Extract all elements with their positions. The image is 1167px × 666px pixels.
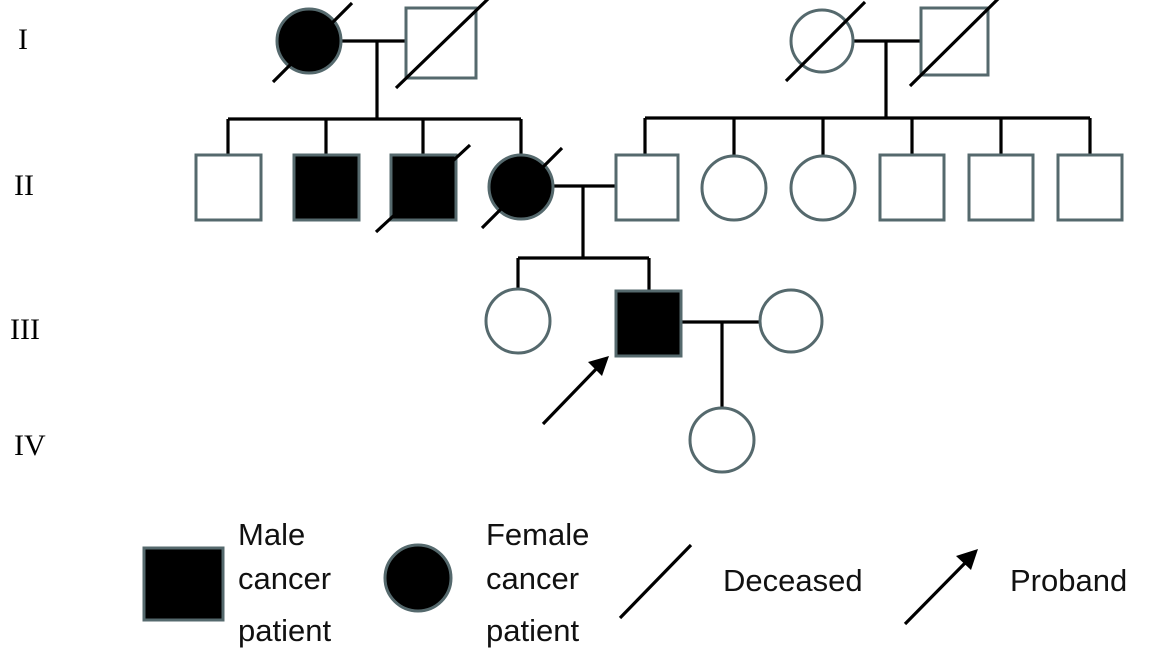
- legend-female-line1: Female: [486, 517, 589, 552]
- sibship-bar-left-family: [226, 117, 523, 155]
- symbol-square-open[interactable]: [614, 153, 680, 222]
- legend-item-male-cancer: Male cancer patient: [142, 517, 331, 648]
- proband-arrow-III-2: [541, 356, 609, 426]
- deceased-slash: [374, 143, 472, 234]
- generation-label-IV: IV: [14, 429, 46, 462]
- symbol-square-filled[interactable]: [292, 153, 361, 222]
- legend-filled-circle-icon: [383, 543, 453, 613]
- symbol-circle-open[interactable]: [789, 8, 855, 74]
- legend-female-line2: cancer: [486, 561, 579, 596]
- individual-II-10[interactable]: [1056, 153, 1124, 222]
- legend-male-line1: Male: [238, 517, 305, 552]
- individual-II-7[interactable]: [789, 154, 857, 222]
- symbol-circle-open[interactable]: [700, 154, 768, 222]
- individual-IV-1[interactable]: [688, 406, 756, 474]
- deceased-slash: [480, 146, 564, 230]
- symbol-circle-open[interactable]: [789, 154, 857, 222]
- legend-male-line2: cancer: [238, 561, 331, 596]
- individual-II-9[interactable]: [967, 153, 1035, 222]
- individual-I-4[interactable]: [908, 0, 1000, 88]
- generation-label-III: III: [10, 313, 40, 346]
- individual-II-6[interactable]: [700, 154, 768, 222]
- individual-II-2[interactable]: [292, 153, 361, 222]
- legend-item-female-cancer: Female cancer patient: [383, 517, 589, 648]
- legend-item-deceased: Deceased: [618, 543, 863, 620]
- deceased-slash: [908, 0, 1000, 88]
- legend-arrow-shaft: [903, 557, 971, 626]
- symbol-square-open[interactable]: [878, 153, 946, 222]
- symbol-square-filled[interactable]: [614, 289, 683, 358]
- generation-label-II: II: [14, 169, 34, 202]
- symbol-circle-filled[interactable]: [275, 7, 343, 75]
- individual-I-1[interactable]: [271, 1, 354, 84]
- individual-III-3[interactable]: [758, 288, 824, 354]
- deceased-slash: [271, 1, 354, 84]
- individual-II-5[interactable]: [614, 153, 680, 222]
- symbol-square-open[interactable]: [194, 153, 263, 222]
- deceased-slash: [784, 0, 867, 83]
- individual-II-1[interactable]: [194, 153, 263, 222]
- individual-I-3[interactable]: [784, 0, 867, 83]
- legend-filled-square-icon: [142, 546, 225, 622]
- symbol-circle-open[interactable]: [758, 288, 824, 354]
- legend-item-proband: Proband: [903, 549, 1127, 626]
- symbol-square-open[interactable]: [1056, 153, 1124, 222]
- symbol-circle-open[interactable]: [484, 287, 552, 355]
- individual-II-3[interactable]: [374, 143, 472, 234]
- legend-arrow-head-icon: [956, 549, 978, 570]
- symbol-square-open[interactable]: [967, 153, 1035, 222]
- legend-deceased-label: Deceased: [723, 563, 863, 598]
- sibship-bar-gen-III: [516, 256, 651, 291]
- legend-female-line3: patient: [486, 613, 579, 648]
- legend-male-line3: patient: [238, 613, 331, 648]
- individual-III-1[interactable]: [484, 287, 552, 355]
- symbol-circle-open[interactable]: [688, 406, 756, 474]
- arrow-head-icon: [588, 356, 609, 376]
- individual-I-2[interactable]: [394, 0, 490, 90]
- generation-label-I: I: [18, 23, 28, 56]
- sibship-bar-right-family: [643, 116, 1092, 155]
- legend-slash-icon: [618, 543, 693, 620]
- deceased-slash: [394, 0, 490, 90]
- individual-II-8[interactable]: [878, 153, 946, 222]
- legend-proband-label: Proband: [1010, 563, 1127, 598]
- individual-III-2[interactable]: [614, 289, 683, 358]
- individual-II-4[interactable]: [480, 146, 564, 230]
